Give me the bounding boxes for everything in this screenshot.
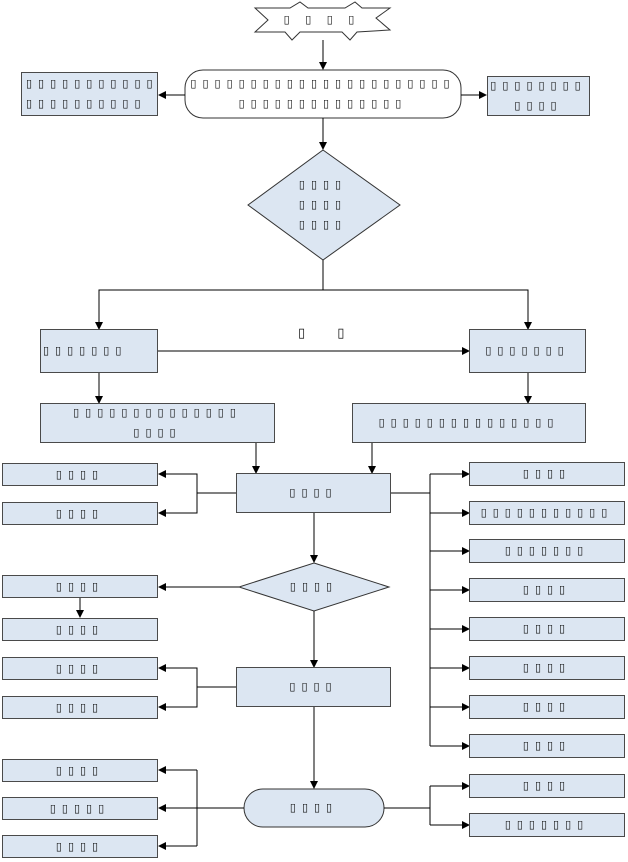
right-output-5: ▯▯▯▯ [469, 617, 625, 641]
left-output-1a: ▯▯▯▯ [2, 463, 158, 486]
right-output-5-label: ▯▯▯▯ [522, 622, 572, 635]
right-output-6-label: ▯▯▯▯ [522, 661, 572, 674]
end-right-output-a-label: ▯▯▯▯ [522, 779, 572, 792]
left-output-2b: ▯▯▯▯ [2, 696, 158, 719]
top-right-note: ▯▯▯▯▯▯▯▯ ▯▯▯▯ [487, 76, 590, 116]
decision-2-node: ▯▯▯▯ [255, 577, 373, 597]
right-output-2: ▯▯▯▯▯▯▯▯▯▯▯ [469, 501, 625, 525]
right-output-1-label: ▯▯▯▯ [522, 467, 572, 480]
right-output-2-label: ▯▯▯▯▯▯▯▯▯▯▯ [480, 506, 614, 519]
top-left-note-label: ▯▯▯▯▯▯▯▯▯▯▯ ▯▯▯▯▯▯▯▯▯▯ [26, 77, 159, 110]
right-output-3: ▯▯▯▯▯▯▯ [469, 539, 625, 563]
right-sub-box: ▯▯▯▯▯▯▯▯▯▯▯▯▯▯▯ [352, 403, 586, 443]
top-process-label: ▯▯▯▯▯▯▯▯▯▯▯▯▯▯▯▯▯▯▯▯▯▯ ▯▯▯▯▯▯▯▯▯▯▯▯▯▯ [190, 77, 456, 110]
center-process-2-label: ▯▯▯▯ [289, 680, 338, 693]
right-branch-box: ▯▯▯▯▯▯▯ [469, 329, 586, 373]
left-output-2a: ▯▯▯▯ [2, 657, 158, 680]
decision-2-output-a-label: ▯▯▯▯ [55, 579, 105, 593]
start-label: ▯ ▯ ▯ ▯ [283, 13, 361, 26]
left-output-1b: ▯▯▯▯ [2, 502, 158, 525]
end-left-output-a-label: ▯▯▯▯ [55, 763, 105, 777]
end-left-output-c: ▯▯▯▯ [2, 835, 158, 858]
decision-2-output-b: ▯▯▯▯ [2, 618, 158, 641]
right-output-4: ▯▯▯▯ [469, 578, 625, 602]
right-output-1: ▯▯▯▯ [469, 462, 625, 486]
decision-2-output-b-label: ▯▯▯▯ [55, 622, 105, 636]
main-decision-label: ▯▯▯▯ ▯▯▯▯ ▯▯▯▯ [298, 178, 348, 231]
end-right-output-b: ▯▯▯▯▯▯▯ [469, 813, 625, 837]
end-left-output-b-label: ▯▯▯▯▯ [49, 801, 111, 815]
left-output-2b-label: ▯▯▯▯ [55, 700, 105, 714]
left-sub-box: ▯▯▯▯▯▯▯▯▯▯▯▯▯▯ ▯▯▯▯ [40, 403, 275, 443]
left-output-2a-label: ▯▯▯▯ [55, 661, 105, 675]
top-process-node: ▯▯▯▯▯▯▯▯▯▯▯▯▯▯▯▯▯▯▯▯▯▯ ▯▯▯▯▯▯▯▯▯▯▯▯▯▯ [190, 72, 456, 116]
top-left-note: ▯▯▯▯▯▯▯▯▯▯▯ ▯▯▯▯▯▯▯▯▯▯ [21, 72, 158, 116]
end-left-output-b: ▯▯▯▯▯ [2, 797, 158, 820]
right-output-6: ▯▯▯▯ [469, 656, 625, 680]
right-output-4-label: ▯▯▯▯ [522, 583, 572, 596]
left-sub-label: ▯▯▯▯▯▯▯▯▯▯▯▯▯▯ ▯▯▯▯ [73, 406, 242, 439]
end-right-output-b-label: ▯▯▯▯▯▯▯ [504, 818, 590, 831]
right-output-8: ▯▯▯▯ [469, 734, 625, 758]
end-node: ▯▯▯▯ [250, 796, 378, 820]
left-branch-label: ▯▯▯▯▯▯▯ [43, 344, 128, 357]
center-process-2: ▯▯▯▯ [236, 667, 391, 707]
left-output-1a-label: ▯▯▯▯ [55, 467, 105, 481]
start-node: ▯ ▯ ▯ ▯ [262, 8, 382, 32]
left-output-1b-label: ▯▯▯▯ [55, 506, 105, 520]
end-label: ▯▯▯▯ [289, 801, 339, 814]
right-output-7-label: ▯▯▯▯ [522, 700, 572, 713]
right-output-3-label: ▯▯▯▯▯▯▯ [504, 544, 590, 557]
branch-arrow-label: ▯ ▯ [298, 326, 359, 341]
decision-2-label: ▯▯▯▯ [289, 580, 339, 593]
decision-2-output-a: ▯▯▯▯ [2, 575, 158, 598]
end-left-output-a: ▯▯▯▯ [2, 759, 158, 782]
right-output-7: ▯▯▯▯ [469, 695, 625, 719]
right-sub-label: ▯▯▯▯▯▯▯▯▯▯▯▯▯▯▯ [378, 416, 560, 429]
main-decision-node: ▯▯▯▯ ▯▯▯▯ ▯▯▯▯ [268, 170, 378, 240]
end-left-output-c-label: ▯▯▯▯ [55, 839, 105, 853]
center-process-1: ▯▯▯▯ [236, 473, 391, 513]
right-branch-label: ▯▯▯▯▯▯▯ [485, 344, 570, 357]
right-output-8-label: ▯▯▯▯ [522, 739, 572, 752]
center-process-1-label: ▯▯▯▯ [289, 486, 338, 499]
left-branch-box: ▯▯▯▯▯▯▯ [40, 329, 158, 373]
end-right-output-a: ▯▯▯▯ [469, 774, 625, 798]
start-star-shape [253, 1, 392, 41]
top-right-note-label: ▯▯▯▯▯▯▯▯ ▯▯▯▯ [490, 79, 587, 112]
